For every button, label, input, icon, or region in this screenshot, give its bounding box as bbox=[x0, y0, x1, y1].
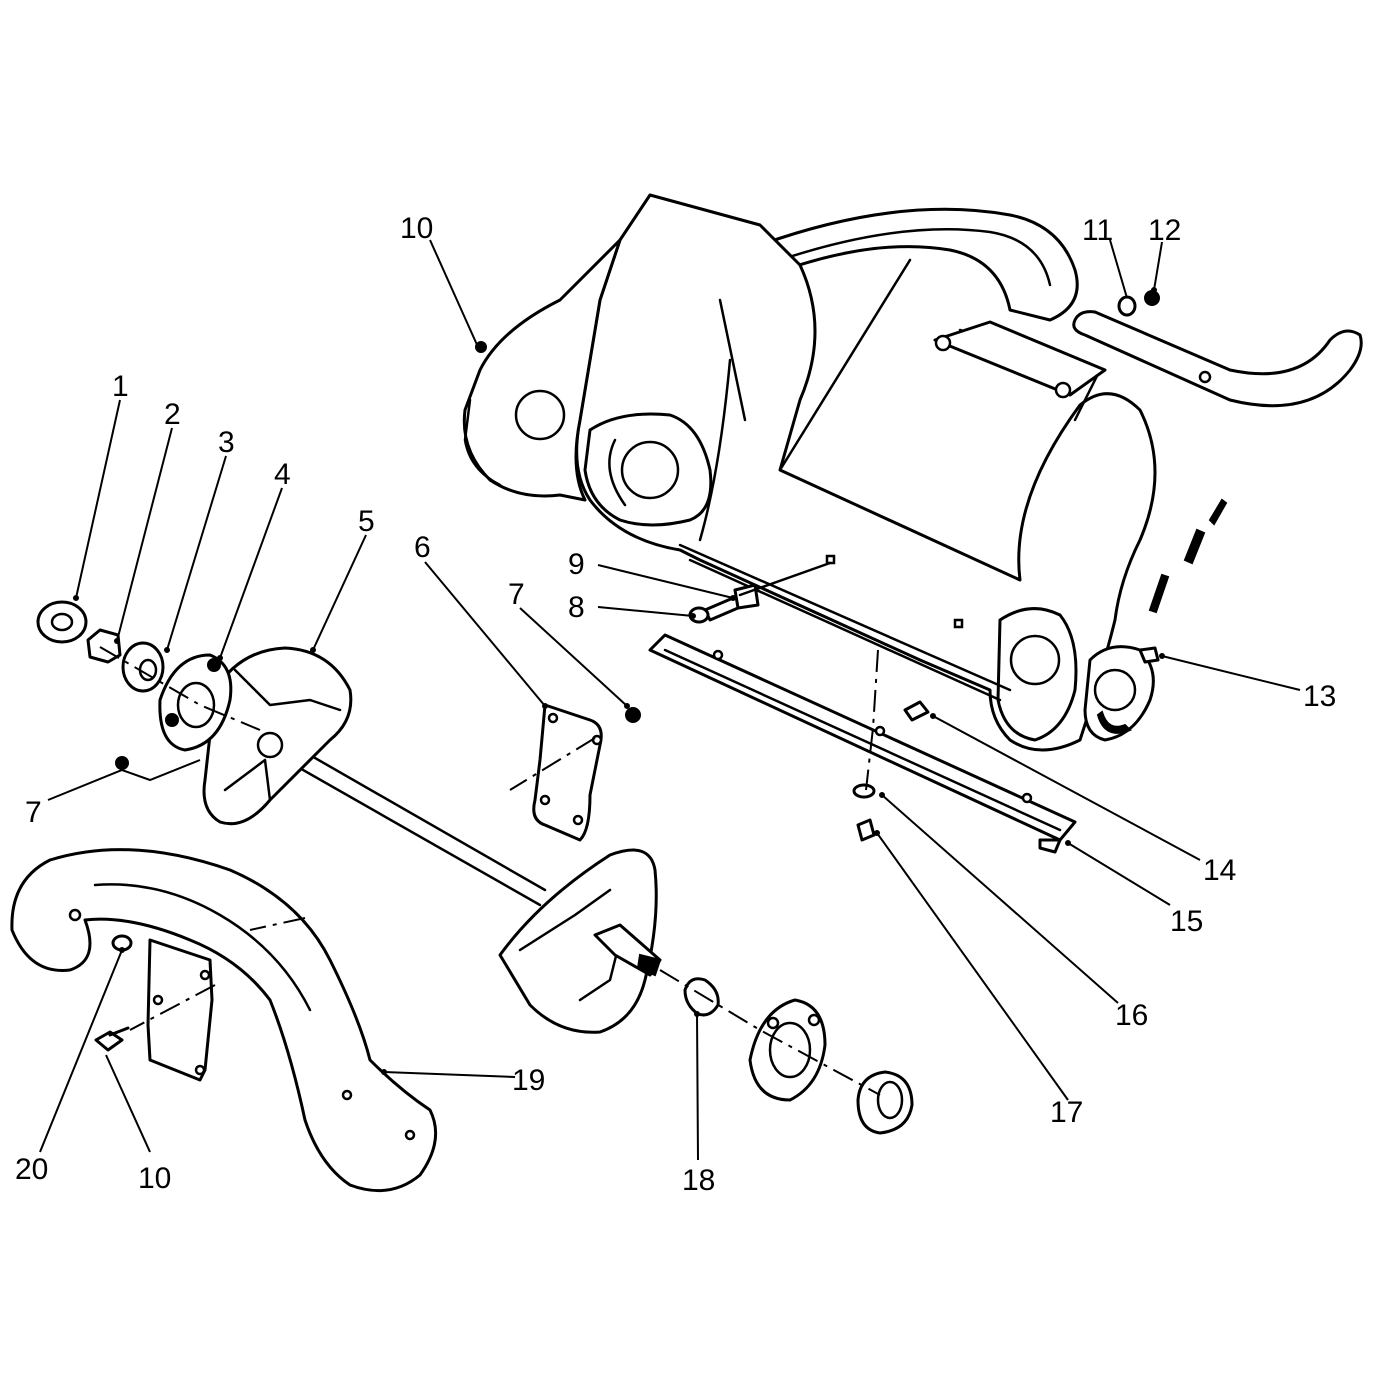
leader-lines bbox=[39, 239, 1301, 1161]
right-bearing-stack bbox=[659, 969, 914, 1135]
callout-19: 19 bbox=[512, 1064, 545, 1097]
callout-16: 16 bbox=[1115, 999, 1148, 1032]
callout-17: 17 bbox=[1050, 1096, 1083, 1129]
auger-assembly bbox=[202, 646, 662, 1034]
callout-13: 13 bbox=[1303, 680, 1336, 713]
callout-10b: 10 bbox=[138, 1162, 171, 1195]
callout-12: 12 bbox=[1148, 214, 1181, 247]
callout-9: 9 bbox=[568, 548, 585, 581]
callout-15: 15 bbox=[1170, 905, 1203, 938]
auger-housing bbox=[462, 193, 1157, 752]
callout-3: 3 bbox=[218, 426, 235, 459]
callout-10a: 10 bbox=[400, 212, 433, 245]
callout-7a: 7 bbox=[508, 578, 525, 611]
callout-1: 1 bbox=[112, 370, 129, 403]
handle-bar bbox=[1072, 310, 1363, 408]
callout-20: 20 bbox=[15, 1153, 48, 1186]
scraper-bar bbox=[648, 633, 1077, 854]
impeller-scoop bbox=[10, 848, 438, 1193]
left-bearing-stack bbox=[36, 600, 261, 752]
callout-11: 11 bbox=[1082, 214, 1113, 247]
callout-4: 4 bbox=[274, 458, 291, 491]
callout-6: 6 bbox=[414, 531, 431, 564]
callout-14: 14 bbox=[1203, 854, 1236, 887]
hardware bbox=[115, 290, 1228, 842]
callout-labels: 1 2 3 4 5 6 7 7 8 9 10 10 11 12 13 14 15… bbox=[15, 212, 1336, 1197]
callout-5: 5 bbox=[358, 505, 375, 538]
callout-8: 8 bbox=[568, 591, 585, 624]
spiral-bracket bbox=[509, 703, 603, 842]
callout-18: 18 bbox=[682, 1164, 715, 1197]
callout-7b: 7 bbox=[25, 796, 42, 829]
callout-2: 2 bbox=[164, 398, 181, 431]
